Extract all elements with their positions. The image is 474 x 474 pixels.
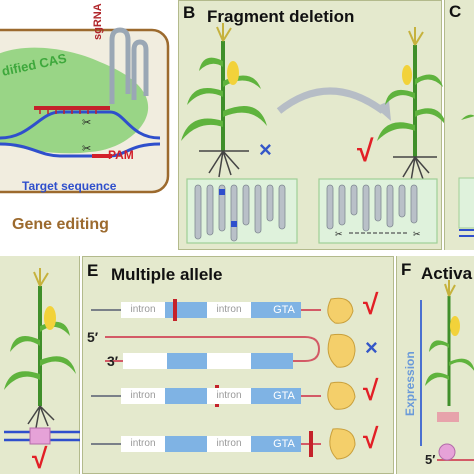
panel-c-graphic (458, 114, 474, 237)
scissors-icon-2: ✂ (82, 143, 91, 155)
row-4-gta: GTA (273, 438, 295, 450)
panel-f-graphic (420, 280, 474, 461)
target-mark-1 (219, 189, 225, 195)
leaf-fragment (461, 114, 474, 120)
gene-editing-caption: Gene editing (12, 216, 109, 233)
allele-row-4: intron intron GTA √ (83, 423, 395, 460)
activator-icon (438, 443, 456, 461)
row-3-check: √ (363, 375, 379, 406)
panel-b-letter: B (183, 3, 196, 22)
panel-e-letter: E (87, 261, 99, 280)
cross-icon: × (259, 137, 272, 162)
row-4-intron-1: intron (121, 436, 165, 452)
plant-icon-f (425, 280, 474, 406)
pam-label: PAM (108, 148, 134, 162)
scissors-icon-4: ✂ (413, 229, 421, 239)
sgrna-rungs (39, 108, 97, 114)
panel-f-letter: F (401, 260, 412, 279)
panel-b: B Fragment deletion × √ (178, 0, 447, 250)
panel-f-title: Activa (421, 264, 473, 283)
sgrna-label: sgRNA (92, 3, 104, 40)
panel-c: C (444, 0, 474, 250)
scissors-icon-3: ✂ (335, 229, 343, 239)
arrow-head (375, 101, 391, 121)
row-3-intron-2: intron (207, 388, 251, 404)
panel-d: √ (0, 256, 80, 474)
panel-e: E Multiple allele intron intron GTA √ (82, 256, 394, 474)
panel-b-title: Fragment deletion (207, 7, 355, 26)
row-1-gta: GTA (273, 304, 295, 316)
chromosome-box-c (458, 177, 474, 229)
plant-icon-right (377, 27, 447, 182)
panel-c-letter: C (449, 2, 462, 21)
panel-d-graphic: √ (4, 268, 80, 474)
prime-5-label: 5′ (87, 329, 99, 345)
allele-row-2: 5′ 3′ × (83, 329, 395, 371)
insert-block (29, 427, 51, 445)
row-1-intron-1: intron (121, 302, 165, 318)
check-icon: √ (357, 135, 374, 168)
prime-3-label: 3′ (107, 353, 119, 369)
row-4-check: √ (363, 423, 379, 454)
panel-a-graphic: ✂ ✂ (0, 27, 170, 194)
row-2-cross: × (365, 335, 378, 360)
row-4-intron-2: intron (207, 436, 251, 452)
sgrna-hairpin (109, 27, 149, 104)
target-sequence-label: Target sequence (22, 179, 117, 193)
allele-row-1: intron intron GTA √ (83, 289, 395, 325)
promoter-block (437, 412, 459, 422)
panel-f: F Activa Expression 5′ (396, 256, 474, 474)
scissors-icon-1: ✂ (82, 117, 91, 129)
check-icon-d: √ (32, 443, 48, 474)
row-1-intron-2: intron (207, 302, 251, 318)
row-1-check: √ (363, 289, 379, 320)
row-2-graphic (105, 333, 356, 369)
allele-row-3: intron intron GTA √ (83, 375, 395, 411)
plant-icon-left (181, 23, 267, 178)
dna-bottom-strand (0, 142, 161, 158)
panel-f-prime-5: 5′ (425, 452, 436, 467)
row-3-intron-1: intron (121, 388, 165, 404)
row-3-graphic (91, 381, 356, 410)
panel-e-title: Multiple allele (111, 265, 223, 284)
expression-label: Expression (403, 351, 417, 416)
panel-a: ✂ ✂ dified CAS sgRNA PAM Target sequence… (0, 0, 176, 250)
target-mark-2 (231, 221, 237, 227)
dna-top-strand (0, 110, 161, 140)
transition-arrow (276, 87, 386, 114)
chromosomes-right (326, 184, 418, 232)
plant-icon-d (4, 268, 76, 429)
row-3-gta: GTA (273, 390, 295, 402)
panel-b-graphic: × √ (181, 23, 447, 244)
